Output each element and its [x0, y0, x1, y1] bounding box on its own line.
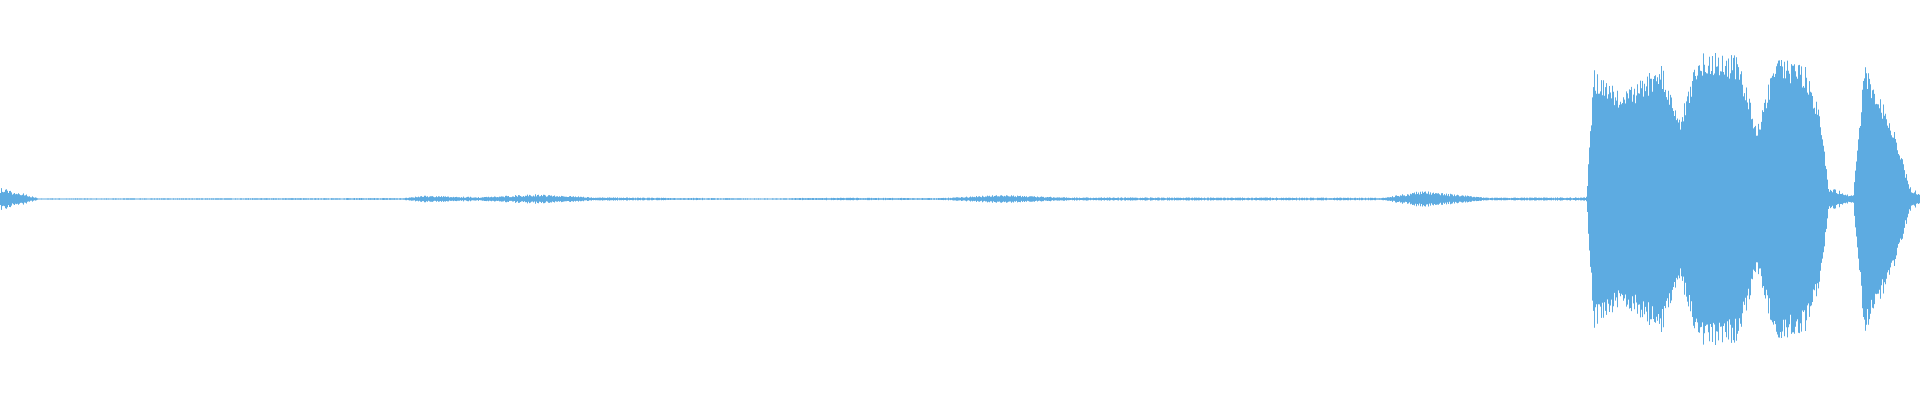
waveform-peaks [0, 53, 1920, 345]
waveform-peak-path [0, 53, 1920, 345]
